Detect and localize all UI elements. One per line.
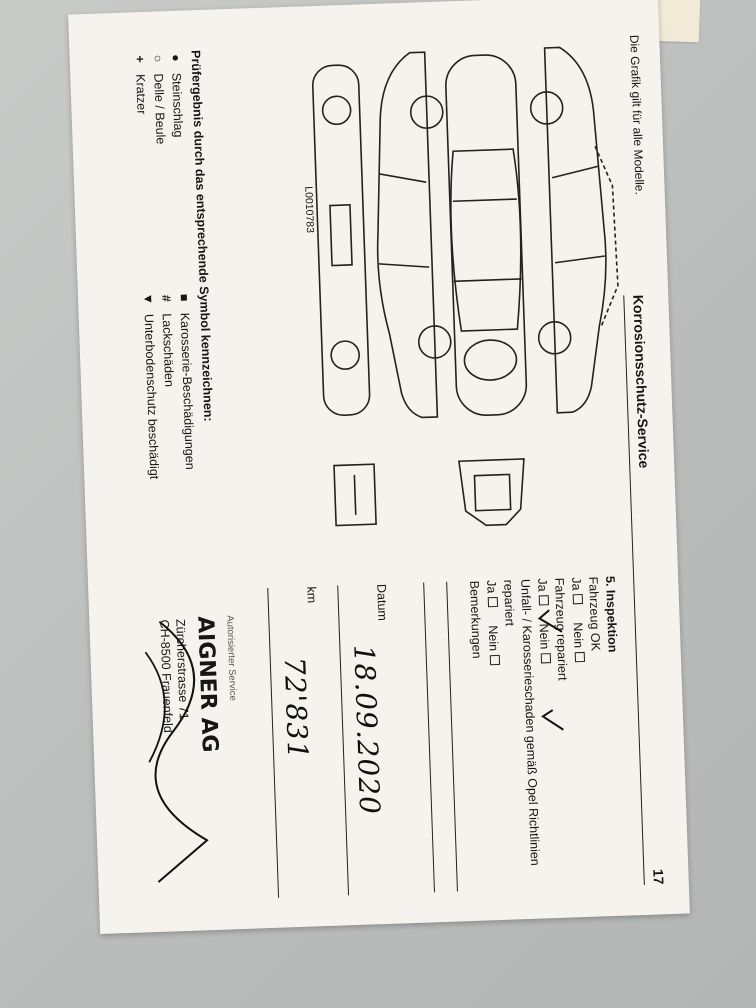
yes-label: Ja: [484, 579, 499, 594]
car-side-view-left: [529, 46, 619, 414]
legend-label: Lackschäden: [159, 313, 177, 388]
unfall-yes[interactable]: Ja: [482, 580, 500, 608]
car-top-view: [445, 54, 528, 417]
legend-symbol: +: [132, 55, 147, 64]
drawing-id: L0010783: [302, 186, 316, 234]
yes-label: Ja: [535, 578, 550, 592]
booklet-page: Korrosionsschutz-Service 17 Die Grafik g…: [68, 0, 690, 935]
no-label: Nein: [485, 625, 501, 652]
legend: Prüfergebnis durch das entsprechende Sym…: [130, 50, 223, 612]
legend-symbol: ■: [176, 293, 192, 302]
legend-symbol: ●: [168, 53, 183, 62]
checkbox-icon: [487, 597, 499, 608]
page-content: Korrosionsschutz-Service 17 Die Grafik g…: [68, 0, 690, 934]
legend-label: Kratzer: [133, 73, 149, 115]
vehicle-damage-diagram: [311, 46, 619, 527]
legend-label: Steinschlag: [169, 72, 186, 138]
date-value: 18.09.2020: [347, 644, 387, 816]
legend-symbol: #: [158, 294, 174, 303]
page-number: 17: [650, 868, 667, 885]
remarks-line: [423, 582, 435, 893]
legend-symbol: ○: [150, 54, 165, 63]
handwritten-checkmarks: [537, 609, 564, 731]
date-label: Datum: [374, 583, 390, 622]
yes-label: Ja: [569, 576, 584, 591]
km-label: km: [304, 586, 319, 604]
km-line: [267, 587, 280, 898]
car-underbody-view: [311, 64, 371, 416]
legend-symbol: ▼: [140, 292, 156, 306]
legend-label: Delle / Beule: [151, 73, 168, 145]
signature-icon: [144, 620, 209, 883]
remarks-line: [446, 581, 458, 892]
page-title: Korrosionsschutz-Service: [630, 294, 653, 469]
car-front-view: [333, 463, 377, 527]
unfall-no[interactable]: Nein: [484, 625, 502, 666]
km-value: 72'831: [277, 656, 315, 761]
checkbox-icon: [489, 654, 501, 666]
inspection-section: 5. Inspektion Fahrzeug OK Ja Nein Fahrze…: [423, 576, 629, 893]
diagram-note: Die Grafik gilt für alle Modelle.: [627, 34, 647, 196]
car-rear-view: [458, 458, 525, 527]
dealer-stamp: Autorisierter Service AIGNER AG Zürchers…: [129, 609, 249, 903]
date-line: [337, 585, 350, 896]
car-side-view-right: [376, 51, 452, 419]
